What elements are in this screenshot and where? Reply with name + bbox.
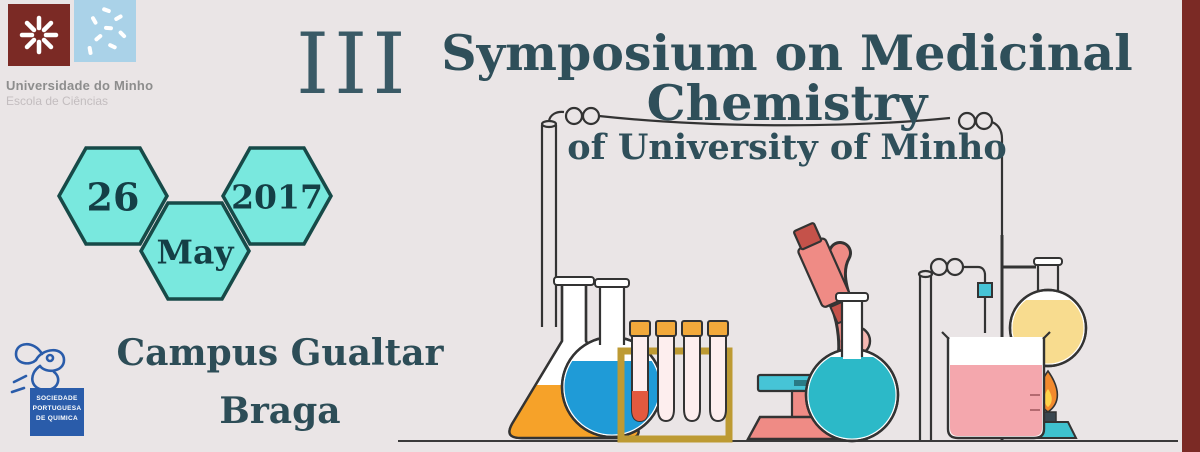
date-month: May xyxy=(156,233,234,272)
date-day: 26 xyxy=(87,175,140,220)
um-sun-icon xyxy=(19,15,59,55)
date-year: 2017 xyxy=(231,178,323,217)
spq-line-2: PORTUGUESA xyxy=(32,405,82,413)
valve-icon xyxy=(977,282,993,298)
hexagon-year xyxy=(220,146,334,246)
beaker-pink xyxy=(941,331,1051,440)
university-name: Universidade do Minho xyxy=(6,78,154,93)
tubing-coils xyxy=(540,106,1004,440)
chemistry-lab-illustration xyxy=(398,106,1178,443)
um-logo xyxy=(8,4,70,66)
school-name: Escola de Ciências xyxy=(6,94,109,108)
spq-line-1: SOCIEDADE xyxy=(36,395,78,402)
title-subtitle: of University of Minho xyxy=(567,126,1007,168)
school-of-sciences-logo xyxy=(74,0,136,62)
location-campus: Campus Gualtar xyxy=(116,332,444,374)
hexagon-day xyxy=(56,146,170,246)
spq-badge: SOCIEDADE PORTUGUESA DE QUIMICA xyxy=(30,388,84,436)
test-tube-rack xyxy=(617,320,733,443)
grain-dots-icon xyxy=(87,7,127,55)
eyepiece xyxy=(793,222,823,251)
edition-numeral: III xyxy=(296,15,411,113)
round-flask-cyan xyxy=(804,292,900,443)
location-city: Braga xyxy=(219,390,341,432)
maroon-stripe xyxy=(1182,0,1200,452)
spq-line-3: DE QUIMICA xyxy=(36,415,78,423)
date-hexagons: 26 2017 May xyxy=(56,146,334,301)
hexagon-month xyxy=(138,201,252,301)
event-title: Symposium on Medicinal Chemistry of Univ… xyxy=(398,28,1176,168)
title-line-1: Symposium on Medicinal xyxy=(441,24,1133,82)
title-line-2: Chemistry xyxy=(646,73,928,132)
